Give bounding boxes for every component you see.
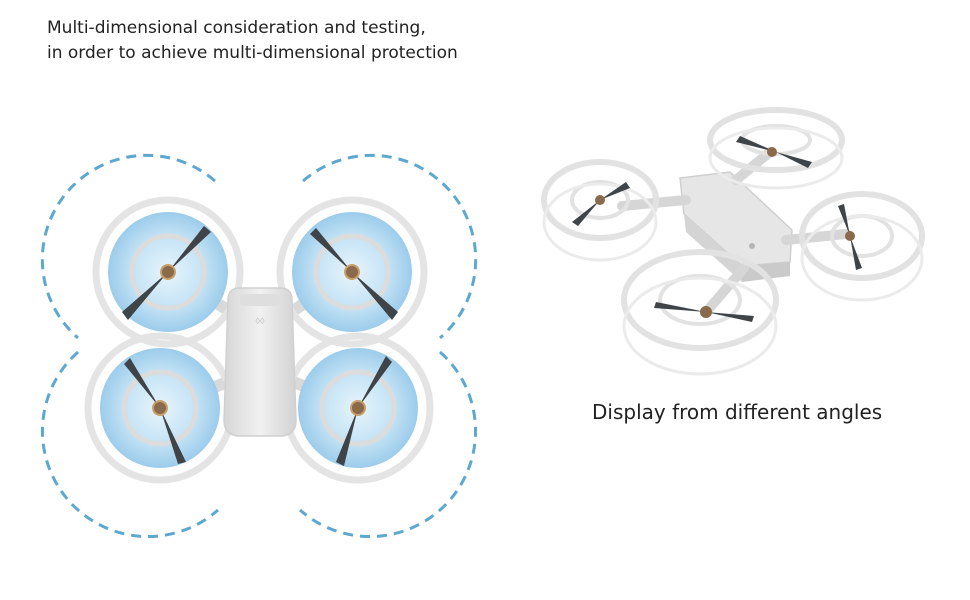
dashed-protection-outline [40, 153, 478, 539]
drone-body: ◊◊ [223, 287, 297, 437]
propeller-guard-bottom-left [84, 332, 236, 484]
motor-hub [160, 264, 176, 280]
angled-guard-left [541, 159, 659, 262]
headline: Multi-dimensional consideration and test… [47, 16, 458, 66]
propeller-guard-bottom-right [282, 332, 434, 484]
brand-logo-icon: ◊◊ [256, 316, 265, 326]
motor-hub [350, 400, 366, 416]
motor-hub [152, 400, 168, 416]
propeller-blades [336, 356, 392, 466]
propeller-guard-top-left [92, 196, 244, 348]
headline-line-2: in order to achieve multi-dimensional pr… [47, 43, 458, 63]
angled-guard-right [799, 191, 925, 302]
propeller-blades [122, 226, 211, 320]
propeller-guard-top-right [276, 196, 428, 348]
angled-guard-front [621, 249, 779, 376]
motor-hub [344, 264, 360, 280]
headline-line-1: Multi-dimensional consideration and test… [47, 18, 426, 38]
angles-caption: Display from different angles [592, 400, 883, 424]
propeller-blades [124, 358, 186, 464]
angled-guard-top [707, 107, 845, 190]
propeller-blades [310, 228, 398, 320]
drone-angled-view-illustration [541, 107, 925, 376]
